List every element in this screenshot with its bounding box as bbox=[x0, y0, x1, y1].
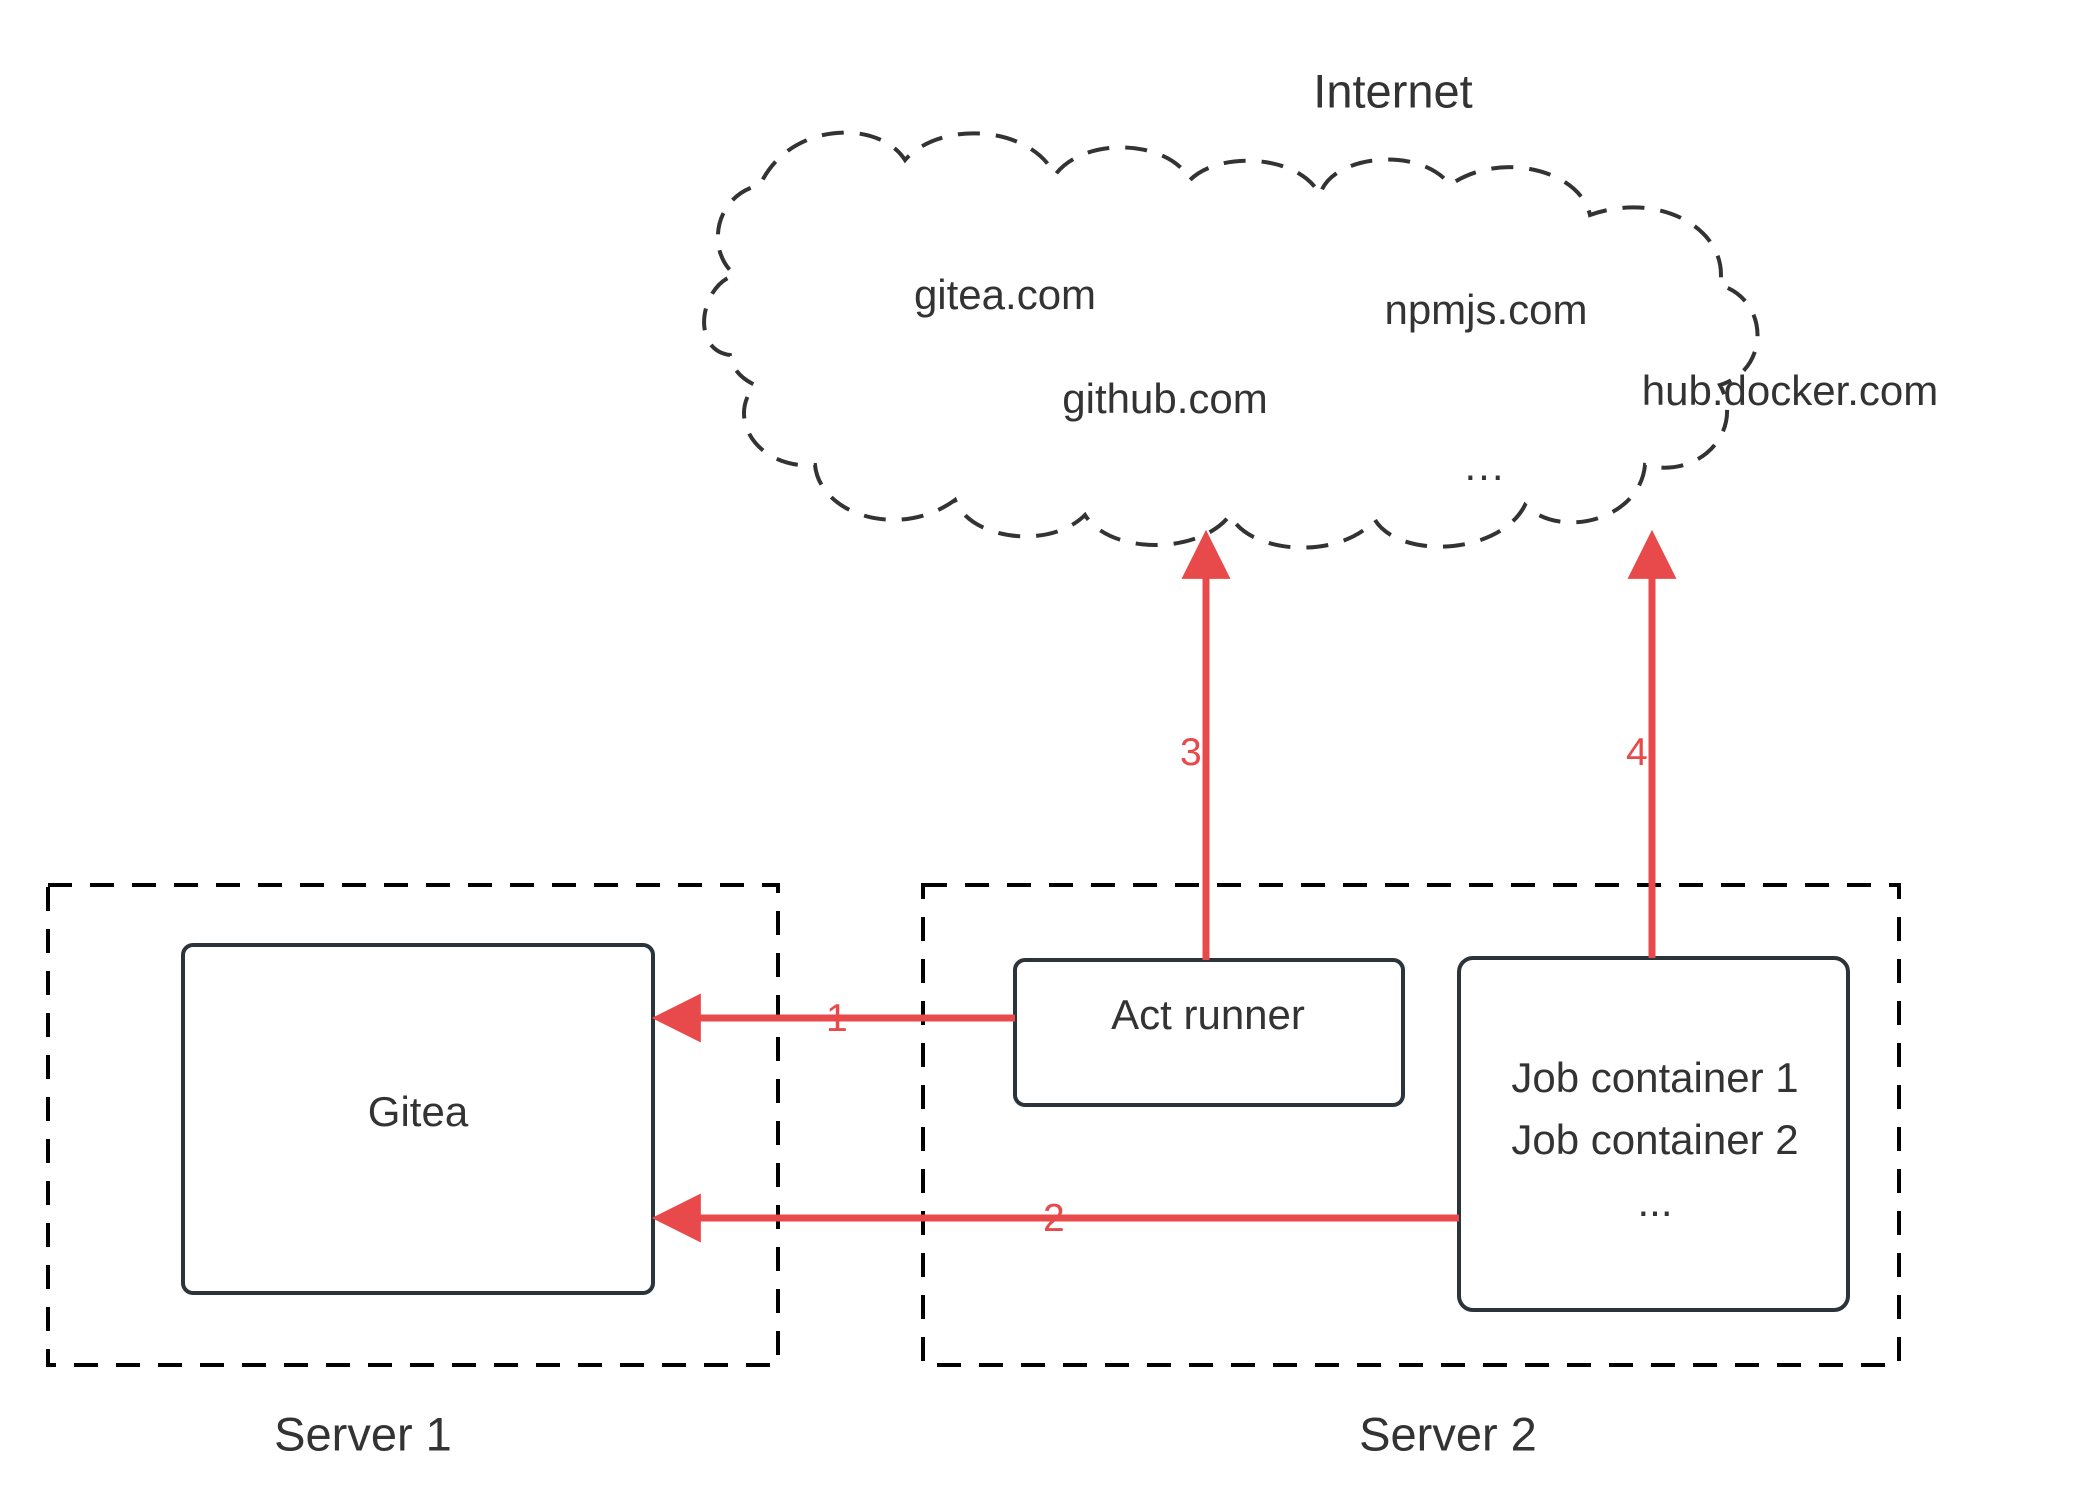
internet-title: Internet bbox=[1313, 64, 1473, 118]
server-2-caption: Server 2 bbox=[1359, 1407, 1537, 1461]
job-container-2-label: Job container 2 bbox=[1511, 1115, 1799, 1163]
cloud-service-github: github.com bbox=[1062, 375, 1268, 422]
gitea-label: Gitea bbox=[367, 1088, 469, 1135]
cloud-service-more: ... bbox=[1464, 442, 1506, 489]
cloud-service-gitea: gitea.com bbox=[913, 271, 1097, 318]
gitea-box[interactable] bbox=[181, 943, 655, 1295]
job-container-more-label: ... bbox=[1637, 1178, 1673, 1226]
cloud-service-dockerhub: hub.docker.com bbox=[1641, 367, 1939, 414]
server-1-boundary bbox=[46, 883, 780, 1367]
act-runner-label: Act runner bbox=[1111, 991, 1305, 1038]
server-1-caption: Server 1 bbox=[274, 1407, 452, 1461]
server-2-boundary bbox=[921, 883, 1901, 1367]
connection-label-3: 3 bbox=[1180, 731, 1202, 774]
cloud-service-npmjs: npmjs.com bbox=[1384, 286, 1588, 333]
internet-cloud-shape bbox=[702, 130, 1760, 550]
job-container-1-label: Job container 1 bbox=[1511, 1053, 1799, 1101]
connection-label-2: 2 bbox=[1043, 1197, 1065, 1240]
connection-label-4: 4 bbox=[1626, 731, 1648, 774]
connection-label-1: 1 bbox=[826, 997, 848, 1040]
job-containers-label: Job container 1 Job container 2 ... bbox=[1511, 1047, 1798, 1233]
